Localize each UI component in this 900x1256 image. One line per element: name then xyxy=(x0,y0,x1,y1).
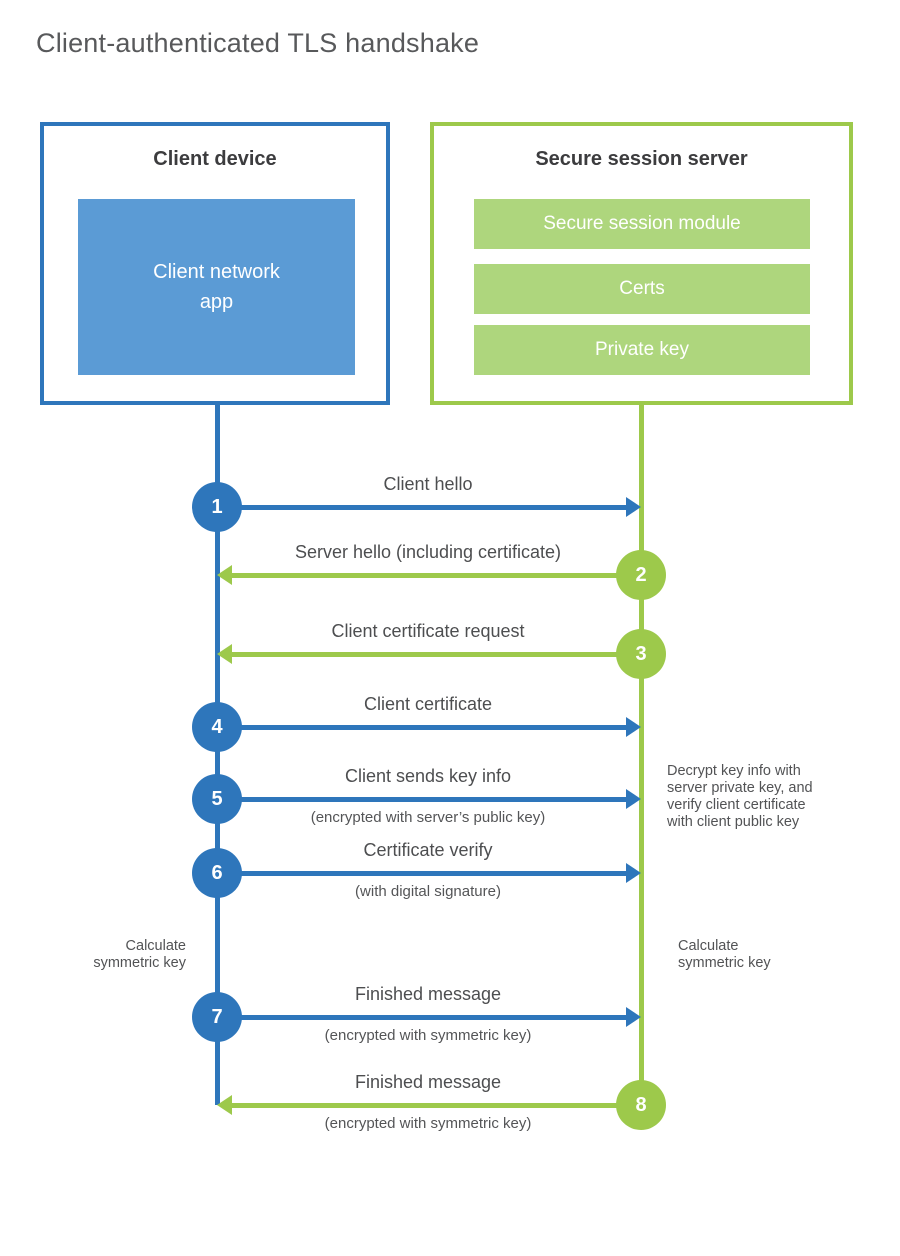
calculate-symmetric-key-right: Calculate symmetric key xyxy=(678,938,771,972)
arrow-head-icon xyxy=(626,789,641,809)
message-label: Client certificate request xyxy=(331,621,525,641)
message-label: Client sends key info xyxy=(344,766,512,786)
arrow-head-icon xyxy=(217,1095,232,1115)
message-label: Certificate verify xyxy=(363,840,493,860)
message-label: Client hello xyxy=(383,474,473,494)
calc-right-line: Calculate xyxy=(678,938,739,954)
message-label: Finished message xyxy=(354,984,502,1004)
arrow-shaft xyxy=(231,652,641,657)
message-label: Server hello (including certificate) xyxy=(294,542,562,562)
client-app-label-line1: Client network xyxy=(153,261,280,283)
secure-session-server-heading: Secure session server xyxy=(535,148,748,170)
step-8-badge: 8 xyxy=(616,1080,666,1130)
server-lifeline xyxy=(639,405,644,1129)
decrypt-note-line: verify client certificate xyxy=(667,797,806,813)
arrow-head-icon xyxy=(626,497,641,517)
page-title: Client-authenticated TLS handshake xyxy=(36,28,480,58)
arrow-shaft xyxy=(217,871,626,876)
message-sublabel: (with digital signature) xyxy=(355,883,501,900)
step-1-badge: 1 xyxy=(192,482,242,532)
arrow-shaft xyxy=(231,573,641,578)
decrypt-note: Decrypt key info with server private key… xyxy=(667,763,813,831)
message-sublabel: (encrypted with symmetric key) xyxy=(324,1115,532,1132)
arrow-shaft xyxy=(231,1103,641,1108)
step-6-badge: 6 xyxy=(192,848,242,898)
client-app-label-line2: app xyxy=(199,291,234,313)
secure-session-module-bar: Secure session module xyxy=(474,199,810,249)
step-4-badge: 4 xyxy=(192,702,242,752)
calculate-symmetric-key-left: Calculate symmetric key xyxy=(66,938,186,972)
step-7-badge: 7 xyxy=(192,992,242,1042)
decrypt-note-line: Decrypt key info with xyxy=(667,763,801,779)
message-label: Finished message xyxy=(354,1072,502,1092)
decrypt-note-line: with client public key xyxy=(667,814,800,830)
arrow-head-icon xyxy=(217,565,232,585)
step-5-badge: 5 xyxy=(192,774,242,824)
certs-bar: Certs xyxy=(474,264,810,314)
secure-session-server-box: Secure session server Secure session mod… xyxy=(430,122,853,405)
arrow-shaft xyxy=(217,725,626,730)
arrow-shaft xyxy=(217,797,626,802)
client-network-app-box: Client network app xyxy=(78,199,355,375)
arrow-head-icon xyxy=(626,863,641,883)
message-sublabel: (encrypted with server’s public key) xyxy=(310,809,546,826)
client-device-box: Client device Client network app xyxy=(40,122,390,405)
client-device-heading: Client device xyxy=(153,148,277,170)
message-sublabel: (encrypted with symmetric key) xyxy=(324,1027,532,1044)
arrow-head-icon xyxy=(217,644,232,664)
message-label: Client certificate xyxy=(363,694,493,714)
step-2-badge: 2 xyxy=(616,550,666,600)
arrow-head-icon xyxy=(626,1007,641,1027)
arrow-shaft xyxy=(217,505,626,510)
step-3-badge: 3 xyxy=(616,629,666,679)
client-lifeline xyxy=(215,405,220,1105)
private-key-bar: Private key xyxy=(474,325,810,375)
arrow-head-icon xyxy=(626,717,641,737)
calc-left-line: Calculate xyxy=(125,938,186,954)
arrow-shaft xyxy=(217,1015,626,1020)
calc-right-line: symmetric key xyxy=(678,955,771,971)
calc-left-line: symmetric key xyxy=(93,955,186,971)
decrypt-note-line: server private key, and xyxy=(667,780,813,796)
